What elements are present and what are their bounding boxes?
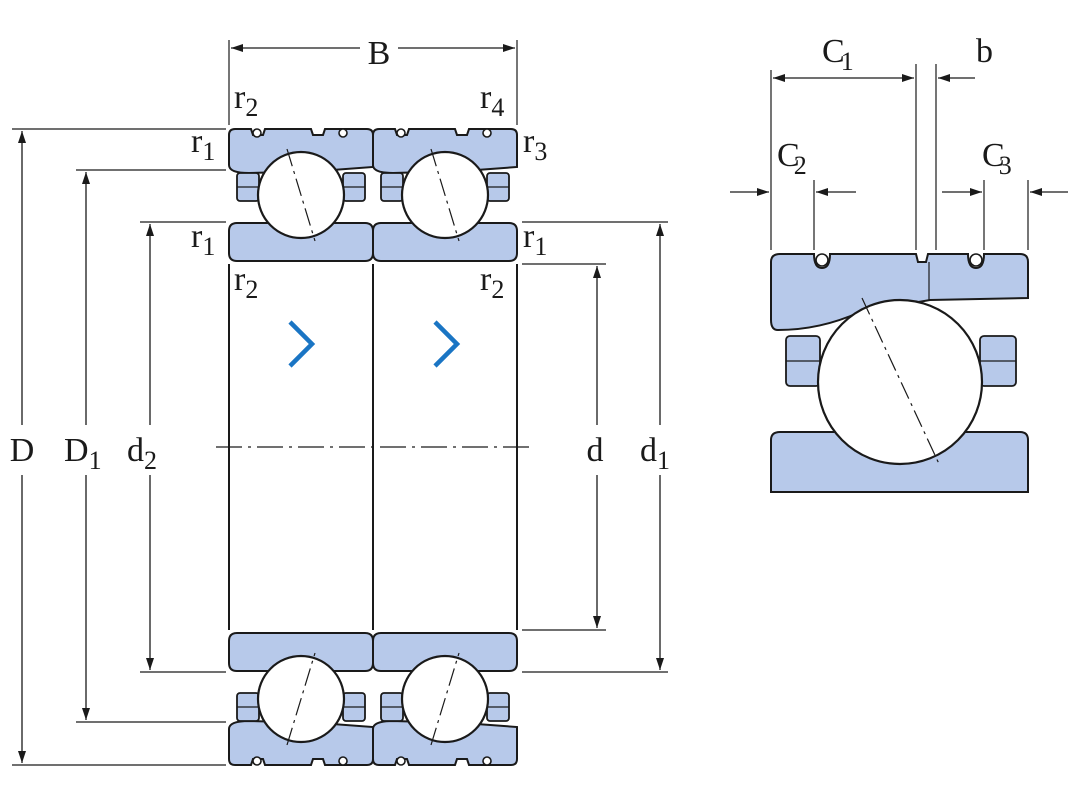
bearing-pair-section xyxy=(216,127,530,767)
label-r1-lower-right: r1 xyxy=(523,218,547,261)
load-direction-arrow-icon xyxy=(433,320,461,368)
label-r2-top: r2 xyxy=(234,79,258,122)
label-r3: r3 xyxy=(523,123,547,166)
detail-dimension-lines xyxy=(730,74,1068,196)
label-d: d xyxy=(587,432,604,469)
dimension-labels: B D D1 d2 d d1 r2 r4 r1 r3 r1 r1 r2 r2 xyxy=(10,35,670,475)
label-C3: C3 xyxy=(982,137,1012,180)
label-D1: D1 xyxy=(64,432,102,475)
detail-extension-lines xyxy=(770,64,1029,250)
label-C2: C2 xyxy=(777,137,807,180)
label-b: b xyxy=(976,33,993,70)
label-r2-lower-right: r2 xyxy=(480,261,504,304)
label-C1: C1 xyxy=(822,33,854,76)
label-D: D xyxy=(10,432,35,469)
label-r4-top: r4 xyxy=(480,79,504,122)
load-direction-arrow-icon xyxy=(288,320,316,368)
label-d2: d2 xyxy=(127,432,157,475)
label-r1-upper: r1 xyxy=(191,123,215,166)
extension-lines xyxy=(12,40,668,766)
label-d1: d1 xyxy=(640,432,670,475)
label-r1-lower-left: r1 xyxy=(191,218,215,261)
detail-dimension-labels: C1 b C2 C3 xyxy=(777,33,1012,180)
ring-detail xyxy=(770,253,1029,493)
label-B: B xyxy=(368,35,391,72)
dimension-lines xyxy=(18,44,664,763)
label-r2-lower-left: r2 xyxy=(234,261,258,304)
